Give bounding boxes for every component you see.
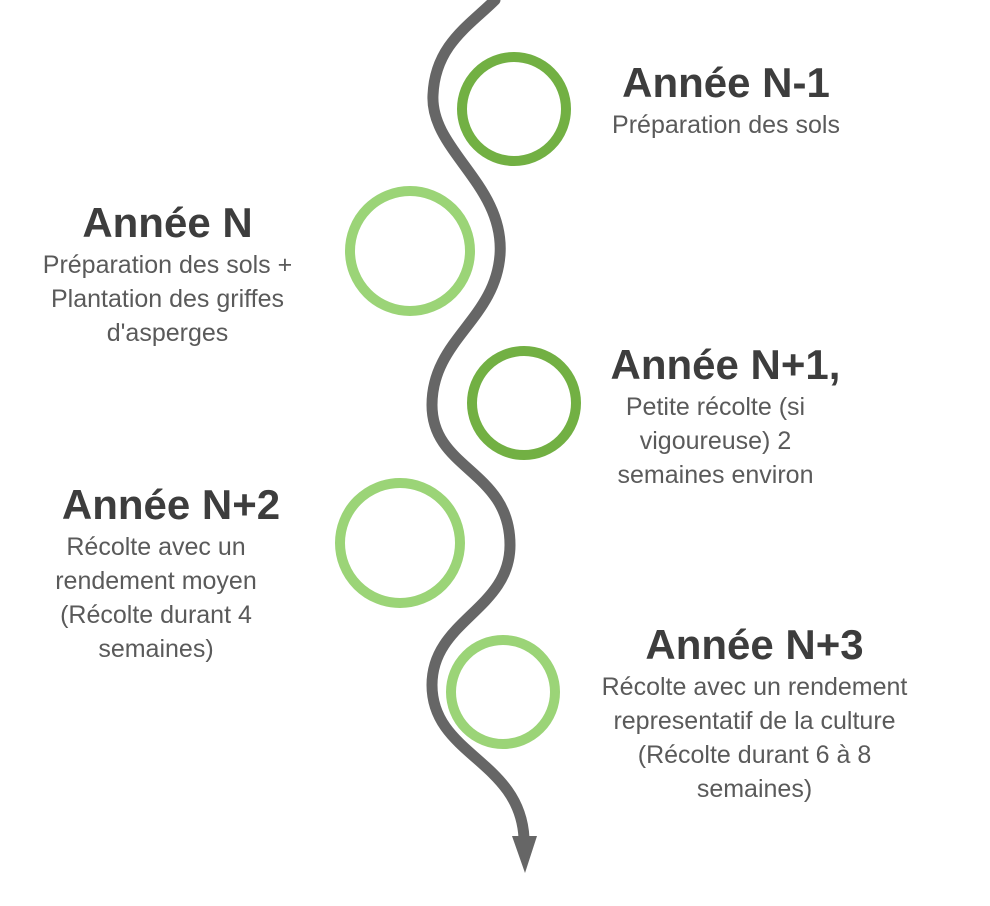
step-description: Préparation des sols [612,111,840,140]
timeline-line [426,0,530,844]
step-title: Année N+2 [61,481,281,528]
step-n-minus-1: Année N-1 Préparation des sols [576,59,876,142]
step-circle-n-plus-2 [335,478,465,608]
step-description: Petite récolte (si vigoureuse) 2 semaine… [617,393,814,490]
step-circle-n-minus-1 [457,52,571,166]
step-n-plus-3: Année N+3 Récolte avec un rendement repr… [567,621,942,806]
step-description: Préparation des sols + Plantation des gr… [42,251,293,348]
step-n: Année N Préparation des sols + Plantatio… [5,199,330,350]
step-description: Récolte avec un rendement moyen (Récolte… [55,533,257,664]
timeline-arrowhead [512,836,537,873]
step-n-plus-1: Année N+1, Petite récolte (si vigoureuse… [588,341,863,492]
step-title: Année N+3 [645,621,864,668]
step-description: Récolte avec un rendement representatif … [601,673,908,804]
step-circle-n [345,186,475,316]
step-circle-n-plus-1 [467,346,581,460]
step-circle-n-plus-3 [446,635,560,749]
step-title: Année N+1, [610,341,841,388]
step-title: Année N [82,199,253,246]
step-title: Année N-1 [622,59,830,106]
step-n-plus-2: Année N+2 Récolte avec un rendement moye… [30,481,312,666]
